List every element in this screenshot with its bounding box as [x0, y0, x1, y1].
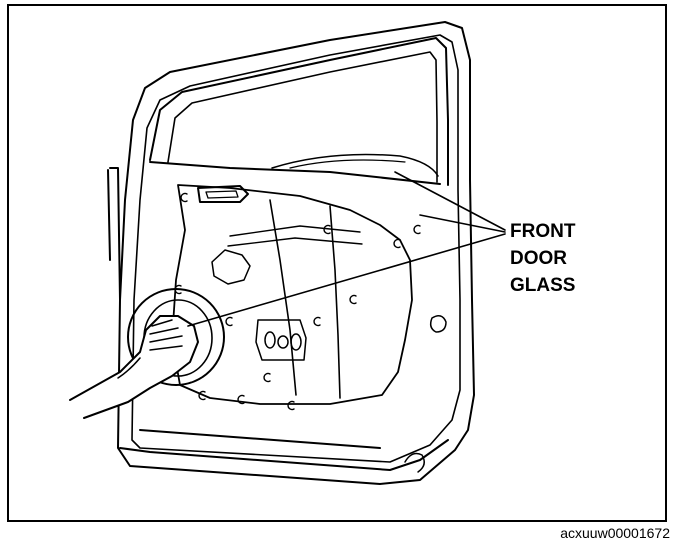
regulator-arm [227, 225, 363, 247]
handle-recess [197, 185, 249, 203]
door-bottom-edge [119, 429, 449, 471]
drain-detail [404, 452, 425, 473]
regulator-bracket [211, 249, 251, 285]
window-frame [149, 37, 449, 186]
window-opening [167, 51, 438, 183]
hinge-edge [107, 167, 121, 301]
leader-line-middle [419, 214, 506, 233]
callout-line-1: FRONT [510, 221, 576, 242]
callout-line-3: GLASS [510, 275, 576, 296]
diagram-frame [7, 4, 667, 522]
channel-hole-3 [290, 333, 302, 351]
door-inner-outline [131, 34, 461, 463]
access-opening [171, 184, 413, 405]
figure-reference-id: acxuuw00001672 [560, 525, 670, 541]
leader-line-lower [187, 233, 506, 327]
speaker-ring-outer [127, 288, 225, 386]
regulator-rail-right [329, 205, 341, 399]
leader-line-upper [394, 171, 506, 231]
channel-hole-2 [277, 335, 289, 349]
handle-recess-inner [205, 190, 239, 199]
glass-inner-edge [289, 159, 406, 169]
belt-line [149, 161, 441, 185]
glass-channel [255, 319, 307, 361]
door-outer-outline [117, 21, 475, 485]
channel-hole-1 [264, 331, 276, 349]
side-hole [429, 315, 447, 333]
glass-top-edge [271, 153, 439, 177]
callout-line-2: DOOR [510, 248, 567, 269]
hand-icon [69, 315, 199, 419]
front-door-glass-label: FRONT DOOR GLASS [510, 218, 575, 299]
